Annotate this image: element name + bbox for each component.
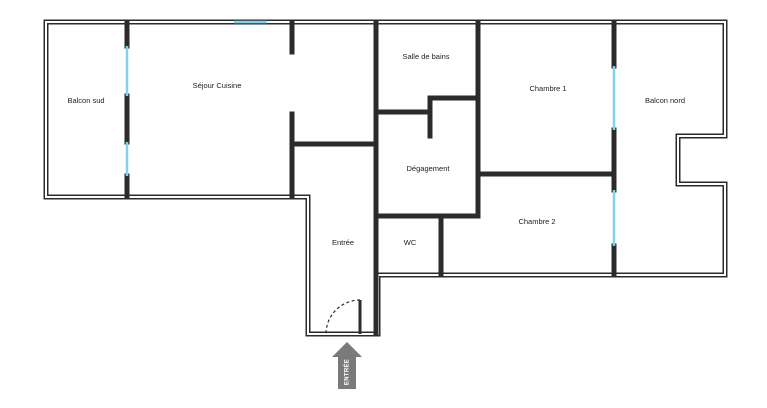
label-chambre-1: Chambre 1 <box>529 84 566 93</box>
label-chambre-2: Chambre 2 <box>518 217 555 226</box>
label-balcon-nord: Balcon nord <box>645 96 685 105</box>
entrance-door[interactable] <box>325 299 362 335</box>
windows <box>125 20 616 246</box>
label-degagement: Dégagement <box>407 164 451 173</box>
label-wc: WC <box>404 238 417 247</box>
label-salle-de-bains: Salle de bains <box>402 52 449 61</box>
interior-walls <box>124 19 617 337</box>
entry-arrow-icon: ENTRÉE <box>332 342 362 389</box>
label-sejour-cuisine: Séjour Cuisine <box>193 81 242 90</box>
room-labels: Balcon sud Séjour Cuisine Salle de bains… <box>67 52 685 247</box>
label-entree: Entrée <box>332 238 354 247</box>
outer-walls <box>43 19 728 337</box>
entry-marker-label: ENTRÉE <box>343 359 351 385</box>
label-balcon-sud: Balcon sud <box>67 96 104 105</box>
